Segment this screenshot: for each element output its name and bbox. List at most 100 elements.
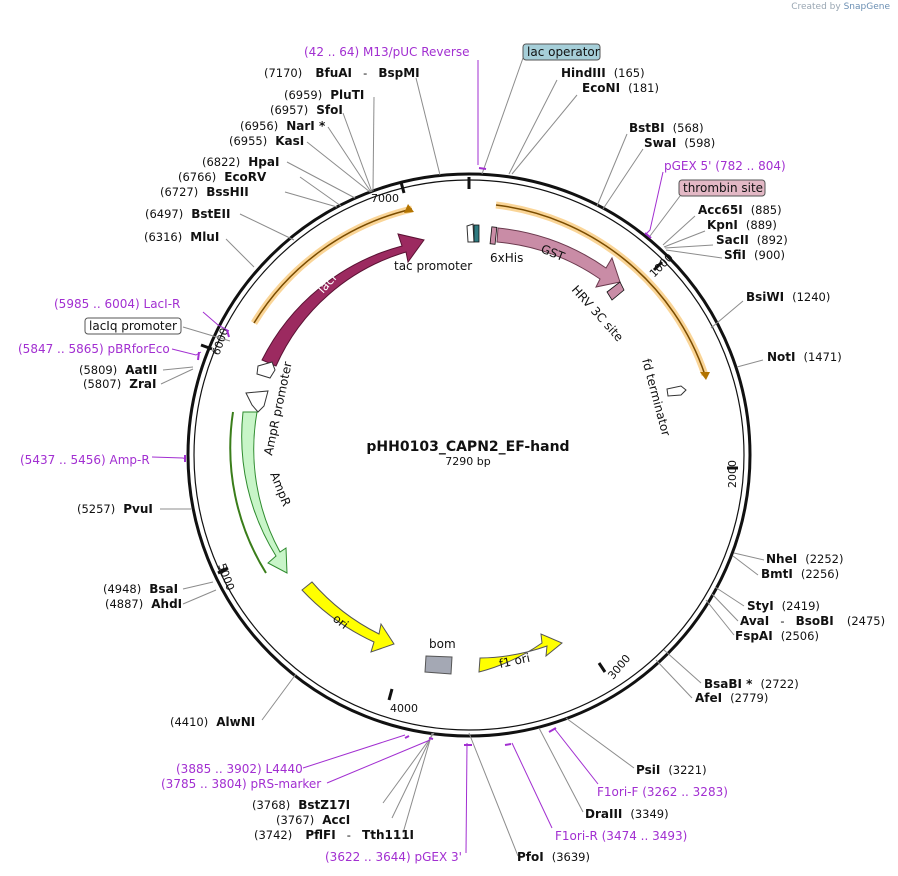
primer-mark-laci-r <box>226 329 230 338</box>
enzyme-bsteii: (6497)BstEII <box>145 207 230 221</box>
enzyme-hpai: (6822)HpaI <box>202 155 279 169</box>
name: BfuAI <box>315 66 352 80</box>
lac-operator-feature[interactable] <box>473 224 480 243</box>
leader-sfoi <box>342 112 373 193</box>
enzyme-bsshii: (6727)BssHII <box>160 185 249 199</box>
leader-ecorv <box>299 176 342 207</box>
orange-arc-left-head <box>404 204 414 213</box>
leader-acc65i <box>662 215 696 246</box>
bom-feature[interactable] <box>424 655 453 675</box>
enzyme-fspai: FspAI(2506) <box>735 629 819 643</box>
tick-3000 <box>597 662 607 673</box>
enzyme-pvui: (5257)PvuI <box>77 502 153 516</box>
enzyme-sfii: SfiI(900) <box>724 248 785 262</box>
ori-feature[interactable] <box>301 581 395 653</box>
tick-label-2000: 2000 <box>726 460 739 488</box>
leader-ahdi <box>182 589 217 605</box>
orange-arc-right-core <box>495 204 706 376</box>
enzyme-draiii: DraIII(3349) <box>585 807 669 821</box>
credit-prefix: Created by <box>791 2 841 12</box>
enzyme-psii: PsiI(3221) <box>636 763 707 777</box>
orange-arc-left-core <box>253 208 413 324</box>
leader-hpai <box>286 161 356 199</box>
orange-arc-left <box>251 205 413 325</box>
primer-pgex5: pGEX 5' (782 .. 804) <box>664 159 786 173</box>
enzyme-pflfi-tth111i: (3742) PflFI - Tth111I <box>254 824 414 843</box>
leader-pluti <box>372 96 375 192</box>
laci-feature[interactable] <box>261 233 425 367</box>
enzyme-sacii: SacII(892) <box>716 233 788 247</box>
primer-pbrforeco: (5847 .. 5865) pBRforEco <box>18 342 170 356</box>
primer-mark-pgex5 <box>644 232 652 239</box>
laciq-promoter-feature[interactable] <box>256 361 276 379</box>
leader-bmti <box>732 555 759 576</box>
ampr-feature[interactable] <box>241 411 288 574</box>
primer-mark-pbrforeco <box>197 351 200 361</box>
tick-label-5000: 5000 <box>215 562 237 593</box>
primer-mark-f1ori-r <box>504 743 512 746</box>
leader-bstz17i <box>382 732 435 804</box>
leader-avai <box>711 593 739 622</box>
bom-label: bom <box>429 637 456 651</box>
tick-4000 <box>387 688 394 701</box>
primer-line-f1ori-f <box>553 727 599 785</box>
enzyme-acc65i: Acc65I(885) <box>698 203 782 217</box>
enzyme-alwni: (4410)AlwNI <box>170 715 255 729</box>
leader-fspai <box>705 599 735 636</box>
f1-ori-feature[interactable] <box>478 633 563 673</box>
leader-alwni <box>261 673 297 721</box>
enzyme-bstz17i: (3768)BstZ17I <box>252 798 350 812</box>
hrv-3c-site-feature[interactable] <box>606 281 625 301</box>
enzyme-hindiii: HindIII(165) <box>561 66 645 80</box>
tick-label-3000: 3000 <box>605 652 633 682</box>
tick-label-7000: 7000 <box>371 192 399 205</box>
enzyme-zrai: (5807)ZraI <box>83 377 156 391</box>
tick-7000 <box>399 181 406 194</box>
leader-nhei <box>733 552 765 561</box>
primer-marks <box>184 167 652 746</box>
tac-promoter-feature[interactable] <box>466 223 475 243</box>
gst-feature[interactable] <box>496 227 621 288</box>
leader-bsshii <box>284 191 338 208</box>
enzyme-bsai: (4948)BsaI <box>103 582 178 596</box>
primer-f1ori-r: F1ori-R (3474 .. 3493) <box>555 829 687 843</box>
leader-zrai <box>160 368 194 385</box>
enzyme-kasi: (6955)KasI <box>229 134 304 148</box>
credit-brand: SnapGene <box>843 2 890 12</box>
leader-psii <box>565 717 635 769</box>
enzyme-mlui: (6316)MluI <box>144 230 219 244</box>
leader-draiii <box>538 727 584 813</box>
thrombin-site-label: thrombin site <box>683 181 763 195</box>
leader-mlui <box>225 238 255 268</box>
enzyme-bsiwi: BsiWI(1240) <box>746 290 830 304</box>
enzyme-bsabi: BsaBI *(2722) <box>704 677 799 691</box>
leader-styi <box>714 586 745 607</box>
laciq-promoter-label: lacIq promoter <box>89 319 177 333</box>
enzyme-nhei: NheI(2252) <box>766 552 843 566</box>
enzyme-afei: AfeI(2779) <box>695 691 768 705</box>
thrombin-site-box <box>678 179 766 197</box>
enzyme-acci: (3767)AccI <box>276 813 350 827</box>
primer-f1ori-f: F1ori-F (3262 .. 3283) <box>597 785 728 799</box>
primer-laci-r: (5985 .. 6004) LacI-R <box>54 297 180 311</box>
leader-afei <box>655 659 693 699</box>
primer-line-prs <box>326 739 431 784</box>
leader-hindiii <box>508 79 558 175</box>
tick-1000 <box>652 260 664 272</box>
tick-6000 <box>200 343 213 351</box>
primer-prs-marker: (3785 .. 3804) pRS-marker <box>161 777 321 791</box>
leader-bsai <box>182 581 214 590</box>
primer-mark-prs <box>428 737 434 740</box>
leader-aatii <box>162 366 194 371</box>
leader-econi <box>511 94 578 175</box>
his-tag-feature[interactable] <box>489 226 498 245</box>
leader-lac-operator <box>481 57 524 175</box>
leader-bsteii <box>239 213 295 241</box>
ampr-promoter-feature[interactable] <box>245 390 269 413</box>
fd-terminator-feature[interactable] <box>666 385 687 397</box>
primer-line-pgex3 <box>465 742 468 854</box>
orange-arc-right-head <box>700 372 710 380</box>
primer-l4440: (3885 .. 3902) L4440 <box>176 762 303 776</box>
enzyme-bfuai-bspmi: (7170) BfuAI - BspMI <box>264 62 420 81</box>
tick-label-1000: 1000 <box>647 251 676 280</box>
